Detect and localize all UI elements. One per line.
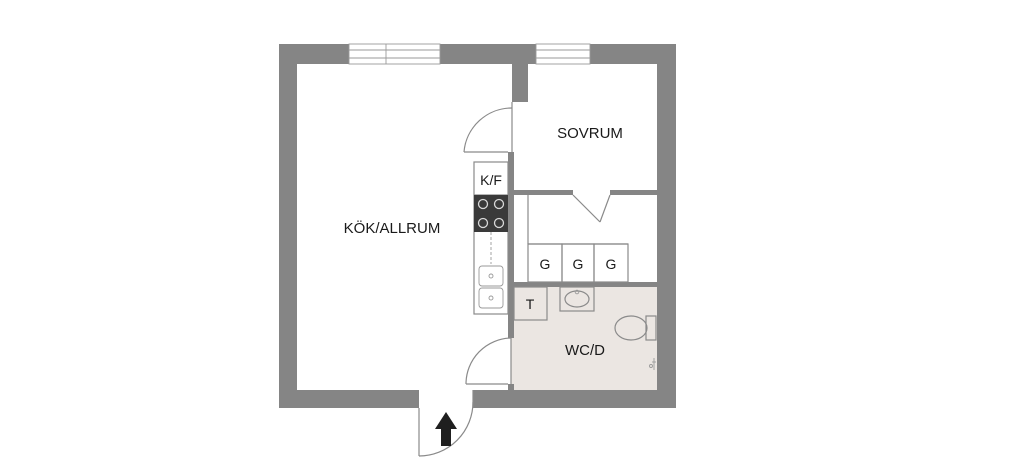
bathroom-sink xyxy=(559,286,595,312)
wardrobe-label-3: G xyxy=(606,256,617,272)
room-label-kitchen-living: KÖK/ALLRUM xyxy=(344,219,441,237)
window-bedroom xyxy=(535,43,591,65)
fridge-freezer-label: K/F xyxy=(480,172,502,188)
washer-label: T xyxy=(526,296,535,312)
kitchen-sink xyxy=(478,265,504,309)
toilet xyxy=(614,315,657,341)
room-label-bedroom: SOVRUM xyxy=(557,125,623,142)
bedroom-door[interactable] xyxy=(463,102,513,153)
window-kitchen xyxy=(348,43,441,65)
washer: T xyxy=(513,286,548,321)
bathroom-door[interactable] xyxy=(465,337,512,385)
room-label-bathroom: WC/D xyxy=(565,342,605,359)
stove xyxy=(474,195,508,232)
outer-walls xyxy=(279,44,676,408)
wardrobe-label-2: G xyxy=(573,256,584,272)
fridge-freezer: K/F xyxy=(480,172,502,188)
wardrobes: G G G xyxy=(527,195,629,283)
bathroom-floor xyxy=(511,286,657,390)
entrance-arrow-icon xyxy=(435,412,457,446)
entrance-door[interactable] xyxy=(418,390,474,457)
interior-walls xyxy=(508,64,658,392)
wardrobe-label-1: G xyxy=(540,256,551,272)
shower-fixture-icon xyxy=(649,358,656,370)
closet-door[interactable] xyxy=(572,194,611,223)
